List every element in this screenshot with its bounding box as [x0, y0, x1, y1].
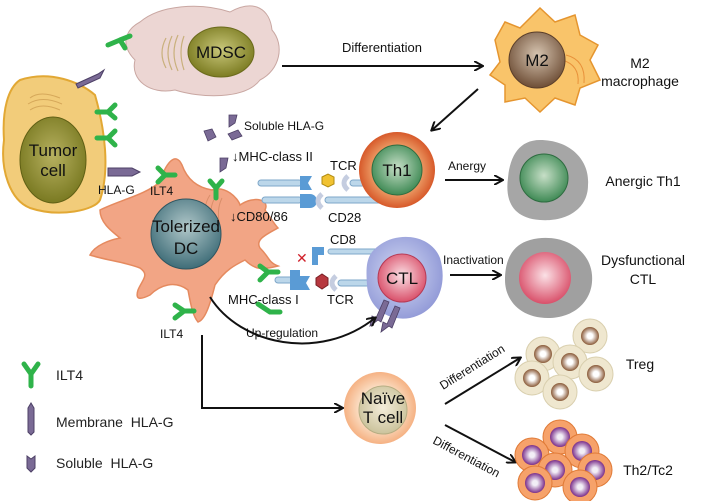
- ilt4-receptor-icon: [21, 361, 41, 389]
- tumor-cell: Tumor cell: [2, 75, 107, 214]
- arrow-dc-to-naive-t: [201, 335, 342, 408]
- dc-ctl-synapse: ✕: [274, 247, 383, 292]
- ilt4-receptor-icon: [207, 178, 225, 201]
- anergy-label: Anergy: [448, 159, 486, 173]
- m2-macrophage-caption: M2 macrophage: [601, 55, 679, 89]
- treg-caption: Treg: [626, 356, 654, 372]
- legend-label-soluble-hlag: Soluble HLA-G: [56, 455, 153, 471]
- anergic-th1-cell: [507, 140, 589, 221]
- arrow-naive-to-th2: [444, 424, 515, 462]
- legend-label-membrane-hlag: Membrane HLA-G: [56, 414, 173, 430]
- ctl-cell: CTL: [366, 236, 443, 333]
- inactivation-label: Inactivation: [443, 253, 504, 267]
- ilt4-receptor-icon: [172, 302, 197, 321]
- th1-label: Th1: [382, 161, 411, 180]
- naive-t-label-line1: Naïve: [361, 389, 405, 408]
- anergic-th1-caption: Anergic Th1: [605, 173, 680, 189]
- th2-tc2-caption: Th2/Tc2: [623, 462, 673, 478]
- ilt4-label-bottom: ILT4: [160, 327, 183, 341]
- ilt4-receptor-icon: [255, 301, 283, 315]
- blocked-x-icon: ✕: [296, 251, 308, 267]
- soluble-hlag-icon: [26, 455, 36, 473]
- cd80-86-label: ↓CD80/86: [230, 209, 288, 224]
- th2-tc2-cell: [517, 465, 553, 501]
- soluble-hlag-label: Soluble HLA-G: [244, 119, 324, 133]
- treg-cell: [514, 360, 550, 396]
- treg-cell: [572, 318, 608, 354]
- arrow-m2-to-th1: [432, 88, 479, 130]
- dc-label-line1: Tolerized: [152, 217, 220, 236]
- mhc-class-i-label: MHC-class I: [228, 292, 299, 307]
- soluble-hlag-icon: [219, 157, 229, 173]
- dysfunctional-ctl-caption-line2: CTL: [630, 271, 657, 287]
- ilt4-receptor-icon: [257, 263, 281, 283]
- ilt4-receptor-icon: [105, 33, 133, 51]
- m2-caption-line2: macrophage: [601, 73, 679, 89]
- legend-label-ilt4: ILT4: [56, 367, 83, 383]
- soluble-hlag-icons: [203, 114, 243, 173]
- treg-cell: [542, 374, 578, 410]
- hlag-label: HLA-G: [98, 183, 135, 197]
- ctl-label: CTL: [386, 269, 418, 288]
- tumor-label-line2: cell: [40, 161, 66, 180]
- arrow-naive-to-treg: [444, 358, 520, 405]
- dc-label-line2: DC: [174, 239, 199, 258]
- legend-item-ilt4: ILT4: [21, 361, 83, 389]
- dysfunctional-ctl-caption-line1: Dysfunctional: [601, 252, 685, 268]
- cd28-label: CD28: [328, 210, 361, 225]
- membrane-hlag-icon: [107, 167, 142, 177]
- tumor-label-line1: Tumor: [29, 141, 78, 160]
- m2-label: M2: [525, 51, 549, 70]
- membrane-hlag-icon: [27, 402, 35, 436]
- arrow-upregulation: [209, 296, 375, 345]
- ilt4-receptor-icon: [155, 165, 178, 185]
- legend-item-membrane-hlag: Membrane HLA-G: [27, 402, 173, 436]
- soluble-hlag-icon: [227, 129, 243, 141]
- tcr-label-top: TCR: [330, 158, 357, 173]
- differentiation-label-th2: Differentiation: [431, 433, 503, 480]
- upregulation-label: Up-regulation: [246, 326, 318, 340]
- naive-t-cell: Naïve T cell: [344, 372, 416, 444]
- differentiation-label-mdsc: Differentiation: [342, 40, 422, 55]
- tcr-label-bottom: TCR: [327, 292, 354, 307]
- tolerized-dc-cell: Tolerized DC: [88, 158, 281, 323]
- membrane-hlag-icons: [75, 68, 142, 177]
- membrane-hlag-icon: [380, 305, 401, 333]
- mhc-class-ii-label: ↓MHC-class II: [232, 149, 313, 164]
- cd8-label: CD8: [330, 232, 356, 247]
- membrane-hlag-icon: [75, 68, 106, 89]
- dysfunctional-ctl-cell: [505, 237, 593, 318]
- ilt4-receptor-icon: [94, 102, 118, 121]
- differentiation-label-treg: Differentiation: [437, 342, 507, 393]
- soluble-hlag-icon: [228, 114, 238, 128]
- legend-item-soluble-hlag: Soluble HLA-G: [26, 455, 153, 473]
- treg-cluster: [514, 318, 614, 410]
- m2-macrophage-cell: M2: [488, 6, 602, 114]
- m2-caption-line1: M2: [630, 55, 650, 71]
- th2-tc2-cluster: [514, 419, 613, 501]
- legend: ILT4 Membrane HLA-G Soluble HLA-G: [21, 361, 173, 473]
- ilt4-receptor-icons: [94, 33, 283, 321]
- ilt4-receptor-icon: [94, 128, 118, 148]
- mdsc-label: MDSC: [196, 43, 246, 62]
- treg-cell: [578, 356, 614, 392]
- ilt4-label-top: ILT4: [150, 184, 173, 198]
- th1-cell: Th1: [359, 132, 435, 208]
- th2-tc2-cell: [562, 469, 598, 501]
- naive-t-label-line2: T cell: [363, 408, 403, 427]
- mdsc-cell: MDSC: [125, 5, 280, 97]
- soluble-hlag-icon: [203, 128, 217, 142]
